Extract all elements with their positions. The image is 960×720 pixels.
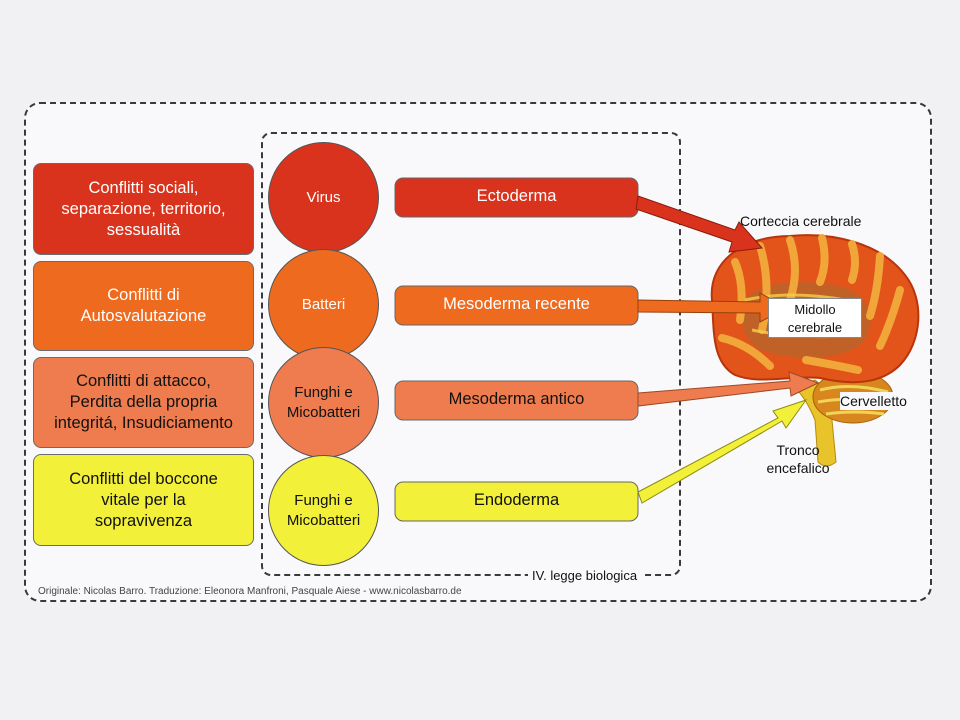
conflict-text: Conflitti di attacco, Perdita della prop… — [54, 372, 233, 432]
conflict-box-self-devaluation: Conflitti di Autosvalutazione — [33, 261, 254, 351]
tissue-bar — [394, 380, 639, 421]
medulla-label: Midollo cerebrale — [768, 298, 862, 338]
arrows — [635, 195, 820, 504]
brain-illustration — [710, 234, 920, 467]
microbe-text: Batteri — [301, 295, 346, 313]
arrow-ectoderm — [635, 195, 764, 253]
tissue-bar — [394, 481, 639, 522]
inner-dashed-frame — [261, 132, 681, 576]
arrow-mesoderm-ancient — [637, 371, 820, 407]
cortex-label: Corteccia cerebrale — [740, 213, 862, 229]
microbe-circle-fungi-2: Funghi e Micobatteri — [268, 455, 379, 566]
tissue-bar — [394, 177, 639, 218]
microbe-text: Funghi e Micobatteri — [286, 491, 361, 529]
tissue-bar — [394, 285, 639, 326]
brainstem-label: Tronco encefalico — [766, 442, 830, 476]
microbe-circle-fungi: Funghi e Micobatteri — [268, 347, 379, 458]
conflict-box-attack: Conflitti di attacco, Perdita della prop… — [33, 357, 254, 448]
conflict-text: Conflitti di Autosvalutazione — [80, 286, 207, 325]
microbe-text: Virus — [306, 188, 341, 206]
microbe-circle-virus: Virus — [268, 142, 379, 253]
conflict-box-vital-morsel: Conflitti del boccone vitale per la sopr… — [33, 454, 254, 546]
arrow-endoderm — [637, 399, 808, 504]
footer-credits: Originale: Nicolas Barro. Traduzione: El… — [38, 586, 462, 597]
conflict-box-social: Conflitti sociali, separazione, territor… — [33, 163, 254, 255]
cerebellum-label: Cervelletto — [840, 392, 907, 410]
biological-law-label: IV. legge biologica — [528, 568, 642, 583]
microbe-text: Funghi e Micobatteri — [286, 383, 361, 421]
conflict-text: Conflitti sociali, separazione, territor… — [61, 178, 226, 239]
conflict-text: Conflitti del boccone vitale per la sopr… — [69, 469, 218, 530]
